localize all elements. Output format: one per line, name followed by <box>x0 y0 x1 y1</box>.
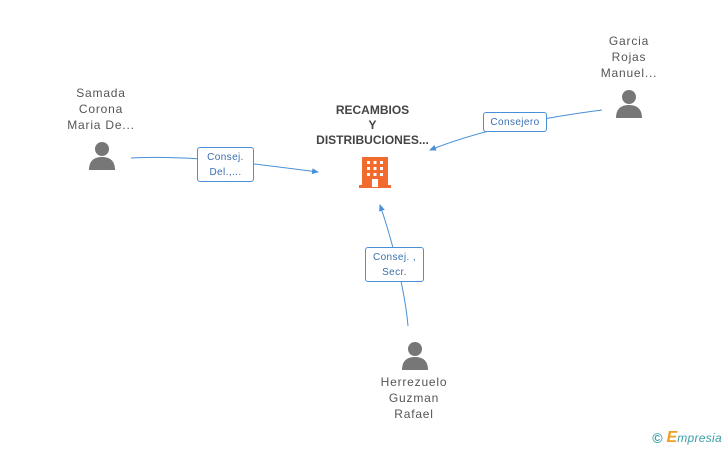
empresia-logo: Empresia <box>667 429 722 447</box>
brand-initial: E <box>666 429 678 446</box>
person-name-garcia[interactable]: Garcia Rojas Manuel... <box>600 34 658 80</box>
brand-name: mpresia <box>677 431 722 445</box>
person-icon[interactable] <box>614 88 644 118</box>
copyright-symbol: © <box>652 430 663 446</box>
relation-label-samada[interactable]: Consej. Del.,... <box>197 147 254 182</box>
company-node[interactable]: RECAMBIOS Y DISTRIBUCIONES... <box>305 103 440 148</box>
person-name-samada[interactable]: Samada Corona Maria De... <box>67 86 135 132</box>
person-name-herrezuelo[interactable]: Herrezuelo Guzman Rafael <box>380 375 448 421</box>
person-icon[interactable] <box>87 140 117 170</box>
person-node-samada[interactable]: Samada Corona Maria De... <box>55 85 147 133</box>
relation-label-garcia[interactable]: Consejero <box>483 112 547 132</box>
person-icon[interactable] <box>400 340 430 370</box>
person-node-garcia[interactable]: Garcia Rojas Manuel... <box>583 33 675 81</box>
person-node-herrezuelo[interactable]: Herrezuelo Guzman Rafael <box>364 374 464 422</box>
company-name[interactable]: RECAMBIOS Y DISTRIBUCIONES... <box>316 103 429 147</box>
footer-brand: © Empresia <box>652 429 722 447</box>
relation-label-herrezuelo[interactable]: Consej. , Secr. <box>365 247 424 282</box>
building-icon[interactable] <box>359 155 391 189</box>
